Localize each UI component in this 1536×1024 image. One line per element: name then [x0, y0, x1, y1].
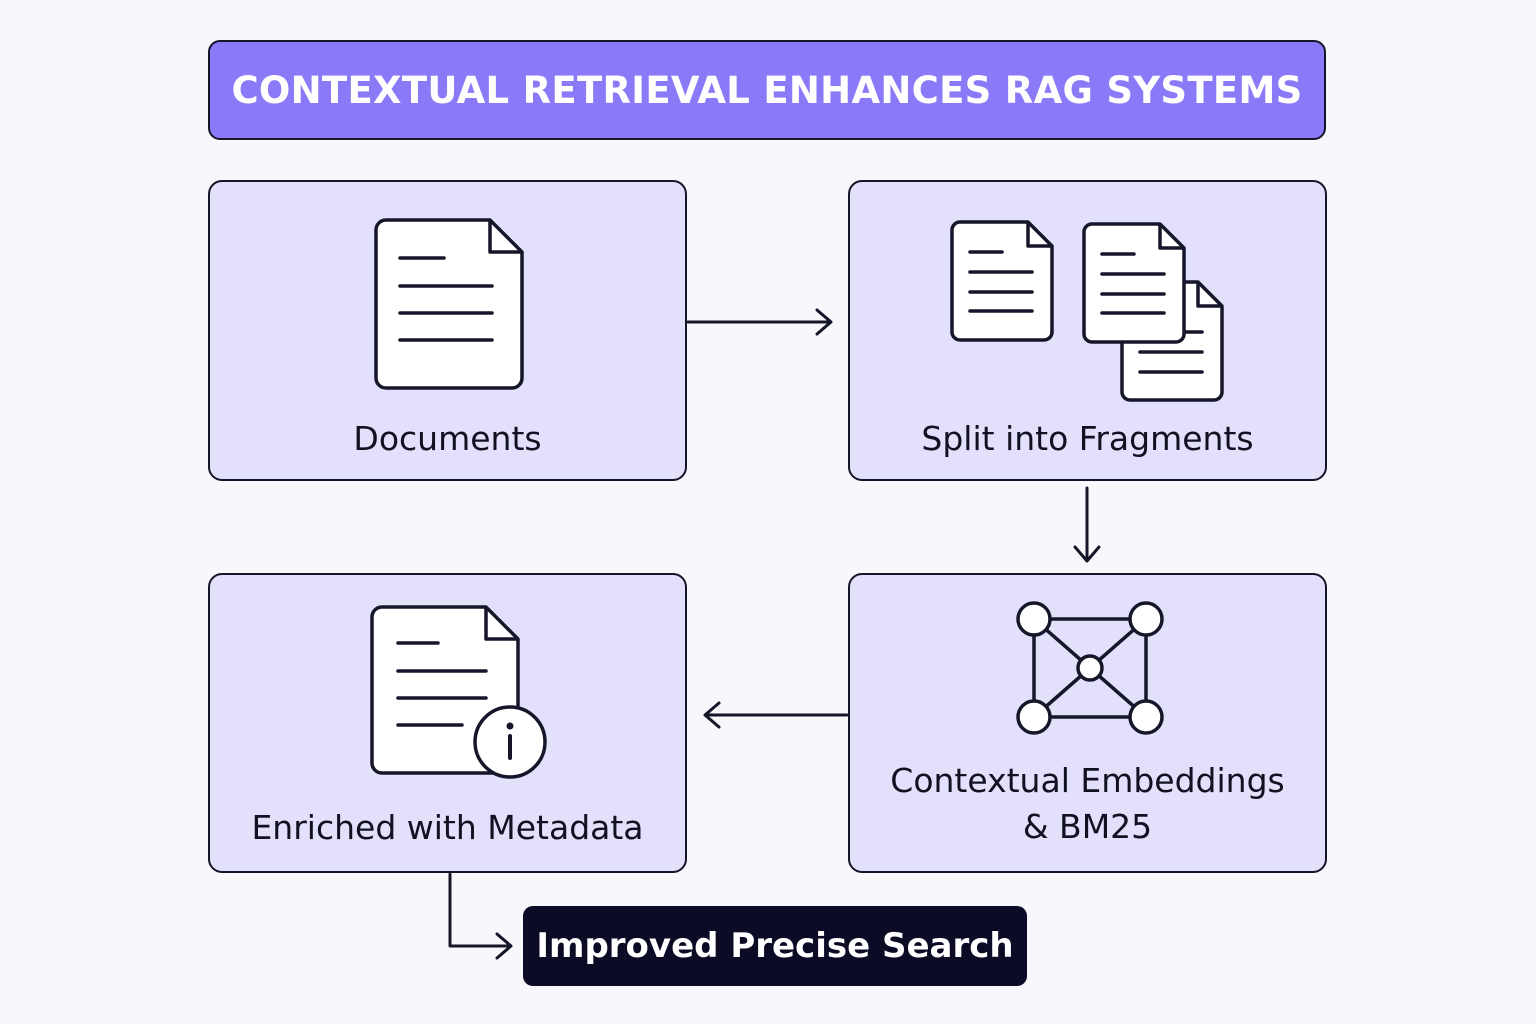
step-enriched-card: Enriched with Metadata: [208, 573, 687, 873]
step-embeddings-card: Contextual Embeddings & BM25: [848, 573, 1327, 873]
info-icon: [473, 705, 547, 779]
page-title: CONTEXTUAL RETRIEVAL ENHANCES RAG SYSTEM…: [231, 68, 1303, 112]
arrow-enriched-to-result: [448, 872, 513, 960]
step-documents-card: Documents: [208, 180, 687, 481]
step-documents-label: Documents: [353, 419, 542, 458]
step-embeddings-label-line1: Contextual Embeddings: [890, 761, 1285, 800]
document-icon: [374, 218, 524, 390]
arrow-documents-to-split: [686, 308, 833, 336]
network-graph-icon: [1016, 601, 1164, 735]
arrow-embeddings-to-enriched: [703, 701, 849, 729]
document-info-icon: [370, 605, 547, 779]
result-label: Improved Precise Search: [536, 926, 1014, 966]
step-split-label: Split into Fragments: [921, 419, 1254, 458]
result-box: Improved Precise Search: [523, 906, 1027, 986]
step-split-card: Split into Fragments: [848, 180, 1327, 481]
fragments-icon: [950, 220, 1224, 402]
title-banner: CONTEXTUAL RETRIEVAL ENHANCES RAG SYSTEM…: [208, 40, 1326, 140]
step-embeddings-label-line2: & BM25: [1022, 807, 1153, 846]
step-enriched-label: Enriched with Metadata: [251, 808, 644, 847]
arrow-split-to-embeddings: [1073, 486, 1101, 563]
